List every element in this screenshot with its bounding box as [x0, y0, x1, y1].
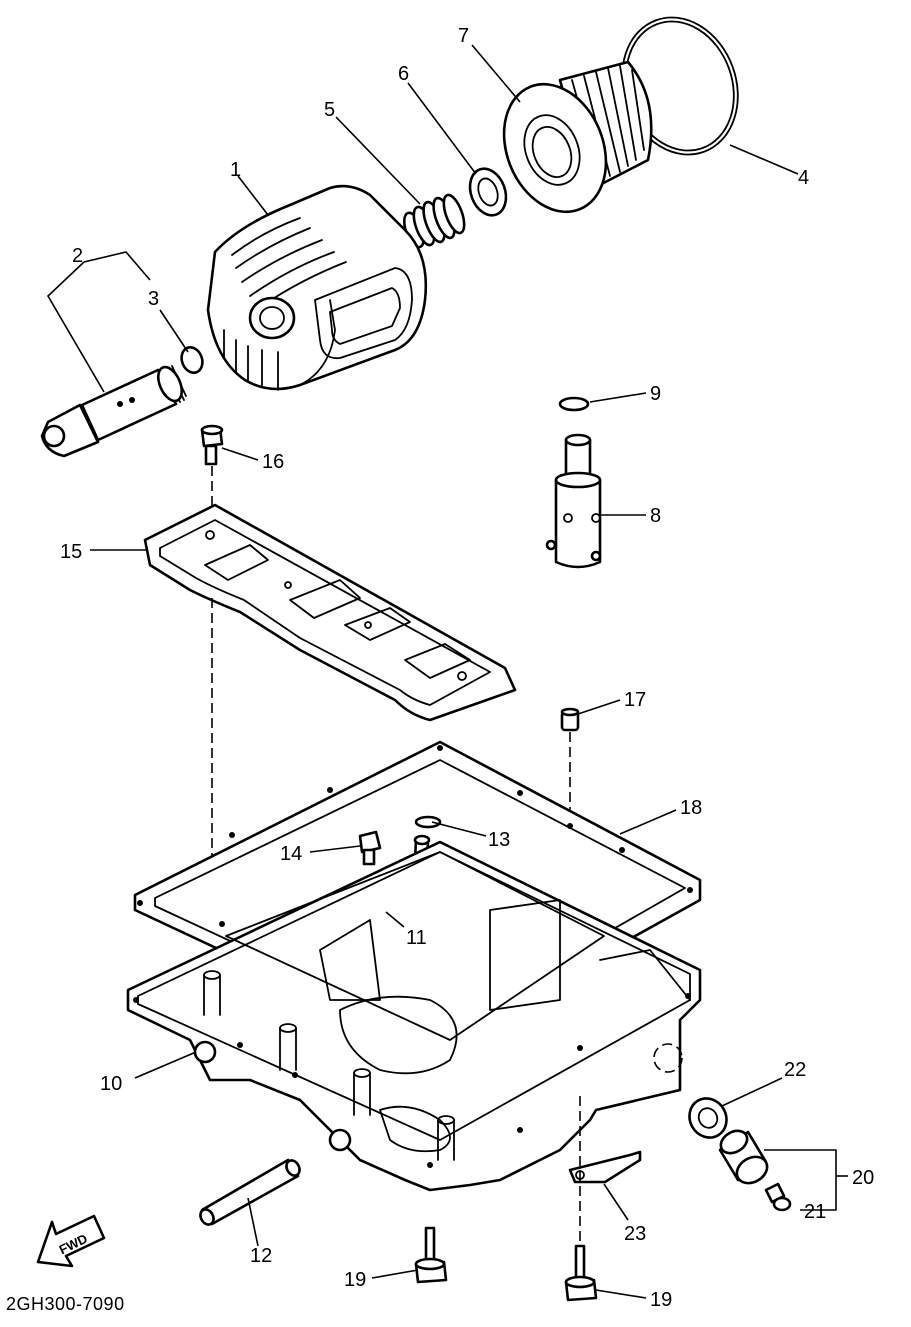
part-oil-filter-element [502, 60, 653, 214]
callout-16: 16 [262, 451, 284, 473]
callout-20: 20 [852, 1167, 874, 1189]
callout-3: 3 [148, 288, 159, 310]
callout-15: 15 [60, 541, 82, 563]
part-pipe [199, 1158, 301, 1226]
callout-17: 17 [624, 689, 646, 711]
callout-21: 21 [804, 1201, 826, 1223]
part-washer [468, 167, 508, 217]
part-spring [402, 193, 466, 249]
callout-19-left: 19 [344, 1269, 366, 1291]
callout-2: 2 [72, 245, 83, 267]
callout-6: 6 [398, 63, 409, 85]
part-bolt-strainer [200, 424, 224, 466]
callout-13: 13 [488, 829, 510, 851]
callout-7: 7 [458, 25, 469, 47]
callout-1: 1 [230, 159, 241, 181]
callout-23: 23 [624, 1223, 646, 1245]
part-oring-small [180, 346, 204, 374]
callout-10: 10 [100, 1073, 122, 1095]
callout-11: 11 [406, 927, 427, 949]
part-screw [764, 1182, 792, 1212]
callout-12: 12 [250, 1245, 272, 1267]
callout-8: 8 [650, 505, 661, 527]
part-bolt-pipe [358, 830, 382, 866]
part-drain-plug [718, 1129, 769, 1185]
callout-5: 5 [324, 99, 335, 121]
leader-lines [46, 44, 848, 1299]
callout-22: 22 [784, 1059, 806, 1081]
part-dowel-pin [560, 707, 580, 732]
part-bolt-pan-left [414, 1226, 448, 1284]
callout-4: 4 [798, 167, 809, 189]
part-union-bolt [40, 365, 187, 458]
part-filter-cover [206, 184, 428, 391]
part-drain-gasket [688, 1097, 728, 1139]
part-relief-valve [545, 433, 602, 569]
diagram-reference-code: 2GH300-7090 [6, 1294, 125, 1314]
part-oring-pan [414, 815, 442, 829]
callout-9: 9 [650, 383, 661, 405]
forward-arrow-icon: FWD [36, 1214, 106, 1268]
callout-18: 18 [680, 797, 702, 819]
part-oring-valve [558, 396, 590, 412]
callout-labels: 1 2 3 4 5 6 7 8 9 10 11 12 13 14 15 16 1… [60, 25, 874, 1311]
part-bolt-pan-right [564, 1244, 598, 1302]
callout-14: 14 [280, 843, 302, 865]
callout-19-right: 19 [650, 1289, 672, 1311]
part-oil-pan [126, 840, 702, 1192]
part-oil-strainer [143, 503, 517, 722]
